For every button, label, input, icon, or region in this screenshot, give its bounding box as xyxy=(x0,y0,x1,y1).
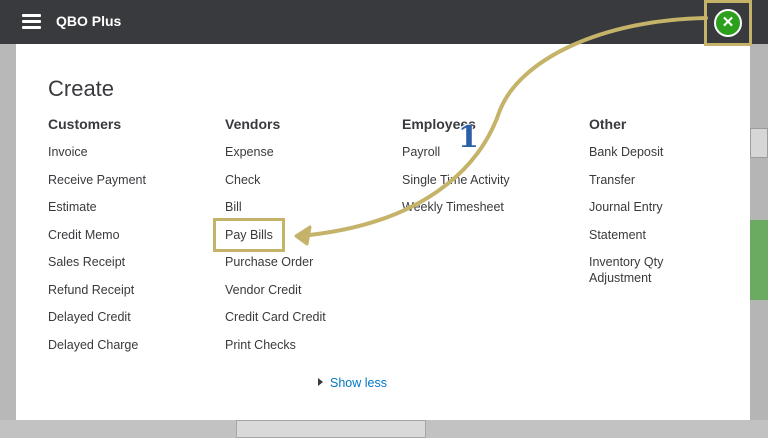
background-page-left xyxy=(0,44,16,438)
top-bar: QBO Plus xyxy=(0,0,768,44)
customers-heading: Customers xyxy=(48,116,122,132)
employees-heading: Employees xyxy=(402,116,476,132)
panel-title: Create xyxy=(48,76,115,101)
employees-column: Employees Payroll Single Time Activity W… xyxy=(402,114,510,227)
caret-right-icon xyxy=(318,378,323,386)
menu-item-refund-receipt[interactable]: Refund Receipt xyxy=(48,282,135,297)
menu-item-journal-entry[interactable]: Journal Entry xyxy=(589,200,663,214)
menu-item-bill[interactable]: Bill xyxy=(225,200,242,214)
vendors-column: Vendors Expense Check Bill Pay Bills Pur… xyxy=(225,114,326,364)
hamburger-menu-icon[interactable] xyxy=(22,14,41,30)
create-menu-panel: Create Customers Invoice Receive Payment… xyxy=(16,44,750,420)
vendors-heading: Vendors xyxy=(225,116,281,132)
other-heading: Other xyxy=(589,116,627,132)
customers-column: Customers Invoice Receive Payment Estima… xyxy=(48,114,146,364)
menu-item-credit-memo[interactable]: Credit Memo xyxy=(48,227,120,242)
annotation-arrow-curve xyxy=(298,16,708,238)
close-icon[interactable]: ✕ xyxy=(714,9,742,37)
menu-item-weekly-timesheet[interactable]: Weekly Timesheet xyxy=(402,200,504,214)
background-green-button xyxy=(750,220,768,300)
menu-item-delayed-credit[interactable]: Delayed Credit xyxy=(48,310,131,324)
menu-item-check[interactable]: Check xyxy=(225,172,261,187)
menu-item-delayed-charge[interactable]: Delayed Charge xyxy=(48,337,139,352)
menu-item-vendor-credit[interactable]: Vendor Credit xyxy=(225,282,302,297)
menu-item-inventory-qty-adjustment[interactable]: Inventory Qty Adjustment xyxy=(589,255,664,285)
menu-item-transfer[interactable]: Transfer xyxy=(589,172,636,187)
menu-item-invoice[interactable]: Invoice xyxy=(48,145,88,159)
menu-item-estimate[interactable]: Estimate xyxy=(48,200,97,214)
close-highlight-box xyxy=(704,0,752,46)
menu-item-credit-card-credit[interactable]: Credit Card Credit xyxy=(225,310,326,324)
menu-item-payroll[interactable]: Payroll xyxy=(402,145,441,159)
show-less-label: Show less xyxy=(330,376,387,390)
app-title: QBO Plus xyxy=(56,13,122,29)
annotation-arrow-head xyxy=(294,225,312,246)
menu-item-purchase-order[interactable]: Purchase Order xyxy=(225,255,314,269)
pay-bills-highlight-box xyxy=(213,218,285,252)
step-number-label: 1 xyxy=(458,120,479,155)
menu-item-statement[interactable]: Statement xyxy=(589,227,646,242)
menu-item-pay-bills[interactable]: Pay Bills xyxy=(225,227,273,242)
menu-item-bank-deposit[interactable]: Bank Deposit xyxy=(589,145,664,159)
menu-item-receive-payment[interactable]: Receive Payment xyxy=(48,172,146,187)
menu-item-sales-receipt[interactable]: Sales Receipt xyxy=(48,255,126,269)
show-less-link[interactable]: Show less xyxy=(318,376,387,390)
other-column: Other Bank Deposit Transfer Journal Entr… xyxy=(589,114,689,298)
menu-item-expense[interactable]: Expense xyxy=(225,145,274,159)
menu-item-print-checks[interactable]: Print Checks xyxy=(225,337,296,352)
